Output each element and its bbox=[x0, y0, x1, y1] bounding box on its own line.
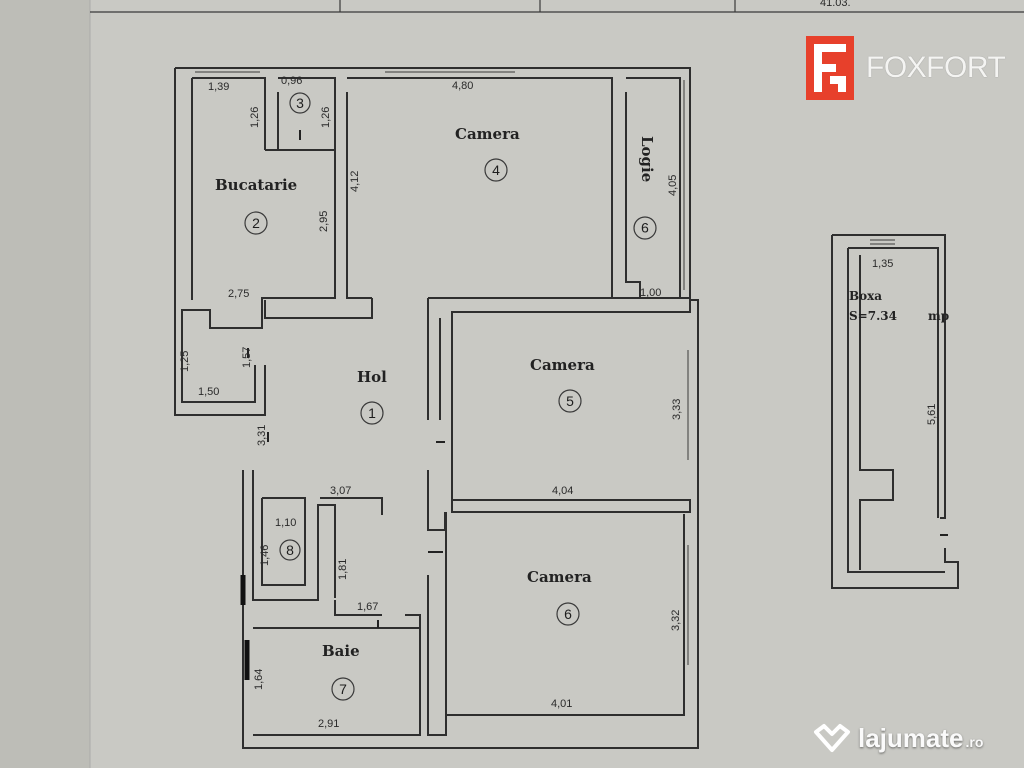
dimension-labels: 1,39 1,26 0,96 1,26 2,95 2,75 1,25 1,57 … bbox=[179, 75, 683, 730]
room-5-name: Camera bbox=[530, 356, 595, 374]
dim-hol-low-h: 1,81 bbox=[337, 559, 349, 580]
dim-camera5-h: 3,33 bbox=[671, 399, 683, 420]
foxfort-logo: FOXFORT bbox=[806, 36, 1006, 100]
boxa-plan: 1,35 Boxa S=7.34 mp 5,61 bbox=[831, 234, 959, 589]
boxa-top-w: 1,35 bbox=[872, 258, 893, 270]
room-8-number: 8 bbox=[286, 542, 294, 558]
dim-hol-w: 3,07 bbox=[330, 485, 351, 497]
room-7-name: Baie bbox=[322, 642, 360, 660]
room-9-marker bbox=[633, 216, 657, 240]
dim-bucatarie-low-w: 1,50 bbox=[198, 386, 219, 398]
dim-bucatarie-low-v2: 1,57 bbox=[241, 347, 253, 368]
dim-baie-w: 2,91 bbox=[318, 718, 339, 730]
dim-bucatarie-w: 2,75 bbox=[228, 288, 249, 300]
dim-bucatarie-low-v1: 1,25 bbox=[179, 351, 191, 372]
room-6-name: Camera bbox=[527, 568, 592, 586]
room-4-number: 4 bbox=[492, 162, 500, 178]
dim-hol-low-w: 1,67 bbox=[357, 601, 378, 613]
room-1-marker bbox=[360, 401, 384, 425]
room-5-marker bbox=[558, 389, 582, 413]
foxfort-mark-icon bbox=[806, 36, 854, 100]
room-9-name: Logie bbox=[638, 136, 656, 182]
dim-logie-h: 4,05 bbox=[667, 175, 679, 196]
dim-room8-h: 1,46 bbox=[259, 545, 271, 566]
room-1-name: Hol bbox=[357, 368, 387, 386]
dim-camera6-w: 4,01 bbox=[551, 698, 572, 710]
header-code: 41.03. bbox=[820, 0, 851, 9]
room-7-marker bbox=[331, 677, 355, 701]
lajumate-watermark: lajumate .ro bbox=[812, 722, 983, 754]
site-tld: .ro bbox=[965, 734, 984, 750]
room-3-number: 3 bbox=[296, 95, 304, 111]
dim-camera4-w: 4,80 bbox=[452, 80, 473, 92]
foxfort-wordmark: FOXFORT bbox=[866, 51, 1006, 84]
boxa-title: Boxa bbox=[849, 289, 882, 303]
room-2-marker bbox=[244, 211, 268, 235]
dim-bucatarie-top: 1,39 bbox=[208, 81, 229, 93]
room-5-number: 5 bbox=[566, 393, 574, 409]
paper-edge bbox=[0, 0, 90, 768]
dim-camera6-h: 3,32 bbox=[670, 610, 682, 631]
room-6-number: 6 bbox=[564, 606, 572, 622]
room-8-marker bbox=[279, 539, 301, 561]
dim-camera4-h: 4,12 bbox=[349, 171, 361, 192]
room-3-marker bbox=[289, 92, 311, 114]
dim-bucatarie-small-v: 1,26 bbox=[249, 107, 261, 128]
door-marks bbox=[247, 130, 445, 628]
header-table: 41.03. bbox=[90, 0, 1024, 13]
boxa-height: 5,61 bbox=[926, 404, 938, 425]
boxa-unit: mp bbox=[928, 309, 949, 323]
room-2-name: Bucatarie bbox=[215, 176, 297, 194]
site-name: lajumate bbox=[858, 722, 964, 753]
dim-logie-w: 1,00 bbox=[640, 287, 661, 299]
dim-room8-w: 1,10 bbox=[275, 517, 296, 529]
room-9-number: 9 bbox=[641, 220, 649, 236]
dim-camera5-w: 4,04 bbox=[552, 485, 573, 497]
dim-room3-w: 0,96 bbox=[281, 75, 302, 87]
room-4-name: Camera bbox=[455, 125, 520, 143]
room-6-marker bbox=[556, 602, 580, 626]
room-7-number: 7 bbox=[339, 681, 347, 697]
boxa-area: S=7.34 bbox=[849, 309, 897, 323]
dim-bucatarie-h: 2,95 bbox=[318, 211, 330, 232]
dim-baie-h: 1,64 bbox=[253, 669, 265, 690]
room-labels: Bucatarie 2 3 Camera 4 Logie 9 Hol 1 Cam… bbox=[215, 92, 657, 701]
apartment-walls bbox=[174, 67, 699, 749]
dim-hol-h: 3,31 bbox=[256, 425, 268, 446]
room-2-number: 2 bbox=[252, 215, 260, 231]
heart-hands-icon bbox=[814, 724, 850, 752]
room-1-number: 1 bbox=[368, 405, 376, 421]
room-4-marker bbox=[484, 158, 508, 182]
windows bbox=[195, 71, 689, 665]
dim-room3-h: 1,26 bbox=[320, 107, 332, 128]
